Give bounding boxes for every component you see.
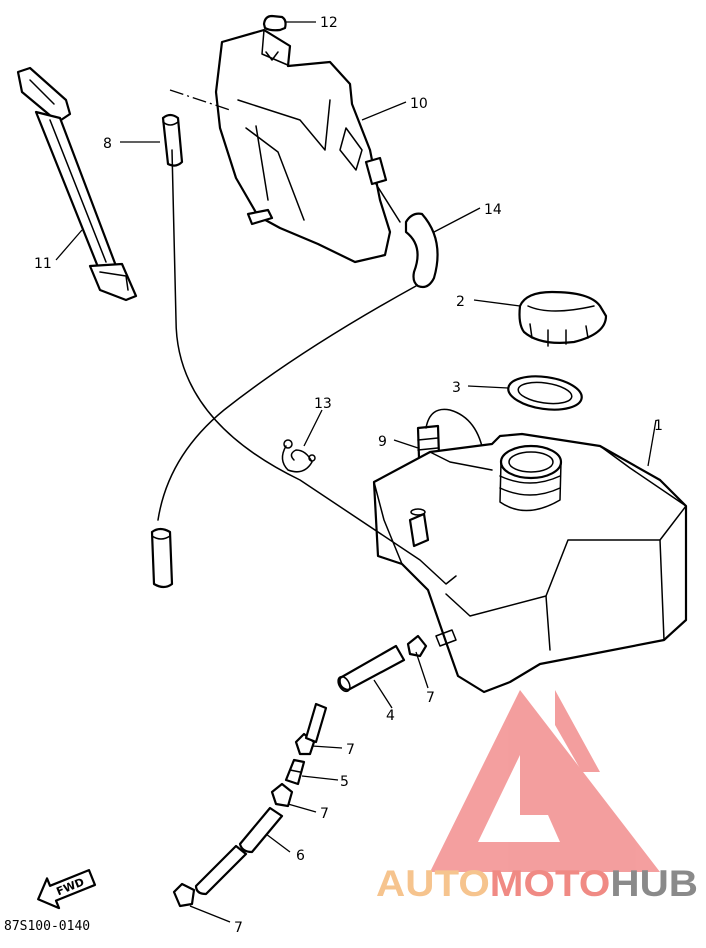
callout-4: 4	[386, 708, 395, 724]
part-10-reservoir-tank	[214, 28, 392, 264]
callout-13: 13	[314, 396, 332, 412]
callout-leaders	[55, 21, 657, 923]
breather-hose-route	[157, 149, 457, 585]
callout-1: 1	[654, 418, 663, 434]
callout-7-low: 7	[320, 806, 329, 822]
part-8-hose	[161, 113, 184, 167]
watermark-hub: HUB	[610, 863, 698, 904]
part-4-fuel-hose	[337, 644, 406, 693]
watermark-auto: AUTO	[376, 863, 490, 904]
part-7-clamp-low	[270, 782, 294, 808]
callout-3: 3	[452, 380, 461, 396]
part-14-hose	[404, 212, 439, 289]
callout-7-bottom: 7	[234, 920, 243, 936]
part-1-fuel-tank	[372, 432, 688, 694]
part-7-clamp-top	[406, 634, 428, 658]
diagram-code: 87S100-0140	[4, 919, 90, 934]
callout-8: 8	[103, 136, 112, 152]
short-hose-segment	[304, 702, 328, 744]
callout-14: 14	[484, 202, 502, 218]
part-6-fuel-hose	[194, 806, 284, 896]
part-13-clip	[281, 439, 316, 473]
callout-11: 11	[34, 256, 52, 272]
part-11-rubber-strap	[16, 66, 138, 302]
callout-labels: 12 10 8 11 14 2 3 1 13 9 4 7 7 5 7 6 7	[34, 15, 663, 936]
fwd-arrow-icon: FWD	[37, 868, 97, 910]
part-5-fuel-filter	[284, 758, 306, 786]
lower-hose-segment	[150, 527, 174, 589]
callout-2: 2	[456, 294, 465, 310]
callout-10: 10	[410, 96, 428, 112]
watermark-moto: MOTO	[490, 863, 611, 904]
callout-7-mid: 7	[346, 742, 355, 758]
part-12-cap	[262, 14, 287, 32]
part-7-clamp-bottom	[172, 882, 196, 908]
part-3-gasket	[507, 375, 583, 411]
part-2-fuel-cap	[518, 290, 608, 347]
callout-12: 12	[320, 15, 338, 31]
callout-9: 9	[378, 434, 387, 450]
callout-5: 5	[340, 774, 349, 790]
watermark-logo	[430, 690, 660, 872]
callout-7-top: 7	[426, 690, 435, 706]
callout-6: 6	[296, 848, 305, 864]
